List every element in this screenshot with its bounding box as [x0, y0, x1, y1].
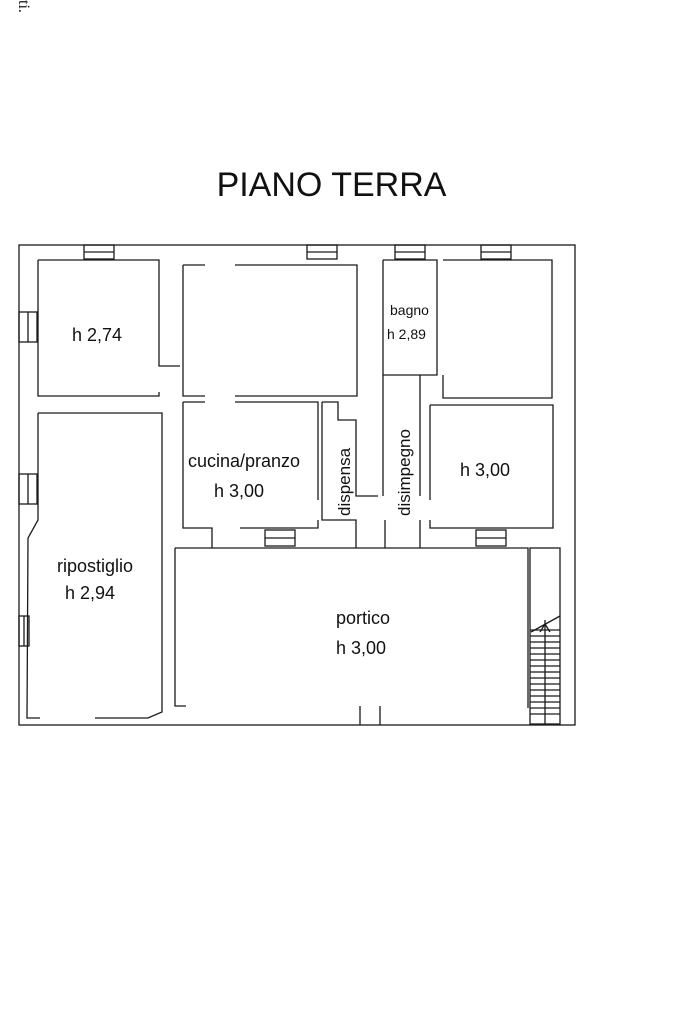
window-markers [18, 244, 512, 647]
room-nw-height: h 2,74 [72, 325, 122, 345]
room-portico-walls [174, 547, 529, 725]
dispensa-label: dispensa [335, 447, 354, 516]
room-dispensa-walls [321, 401, 386, 548]
bagno-label: bagno [390, 302, 429, 318]
outer-wall [18, 244, 576, 726]
plan-title: PIANO TERRA [216, 166, 447, 204]
ripostiglio-height: h 2,94 [65, 583, 115, 603]
room-e-walls [429, 404, 554, 529]
room-central-walls [182, 264, 358, 397]
room-bagno-walls [382, 259, 438, 376]
cucina-label: cucina/pranzo [188, 451, 300, 471]
disimpegno-label: disimpegno [395, 429, 414, 516]
ripostiglio-label: ripostiglio [57, 556, 133, 576]
room-disimpegno-walls [382, 375, 421, 548]
portico-height: h 3,00 [336, 638, 386, 658]
portico-label: portico [336, 608, 390, 628]
room-nw-walls [37, 259, 180, 397]
stairs [529, 547, 561, 725]
cucina-height: h 3,00 [214, 481, 264, 501]
room-ripostiglio-walls [26, 412, 163, 719]
room-e-height: h 3,00 [460, 460, 510, 480]
room-cucina-walls [182, 401, 319, 548]
room-ne-walls [442, 259, 553, 399]
bagno-height: h 2,89 [387, 326, 426, 342]
